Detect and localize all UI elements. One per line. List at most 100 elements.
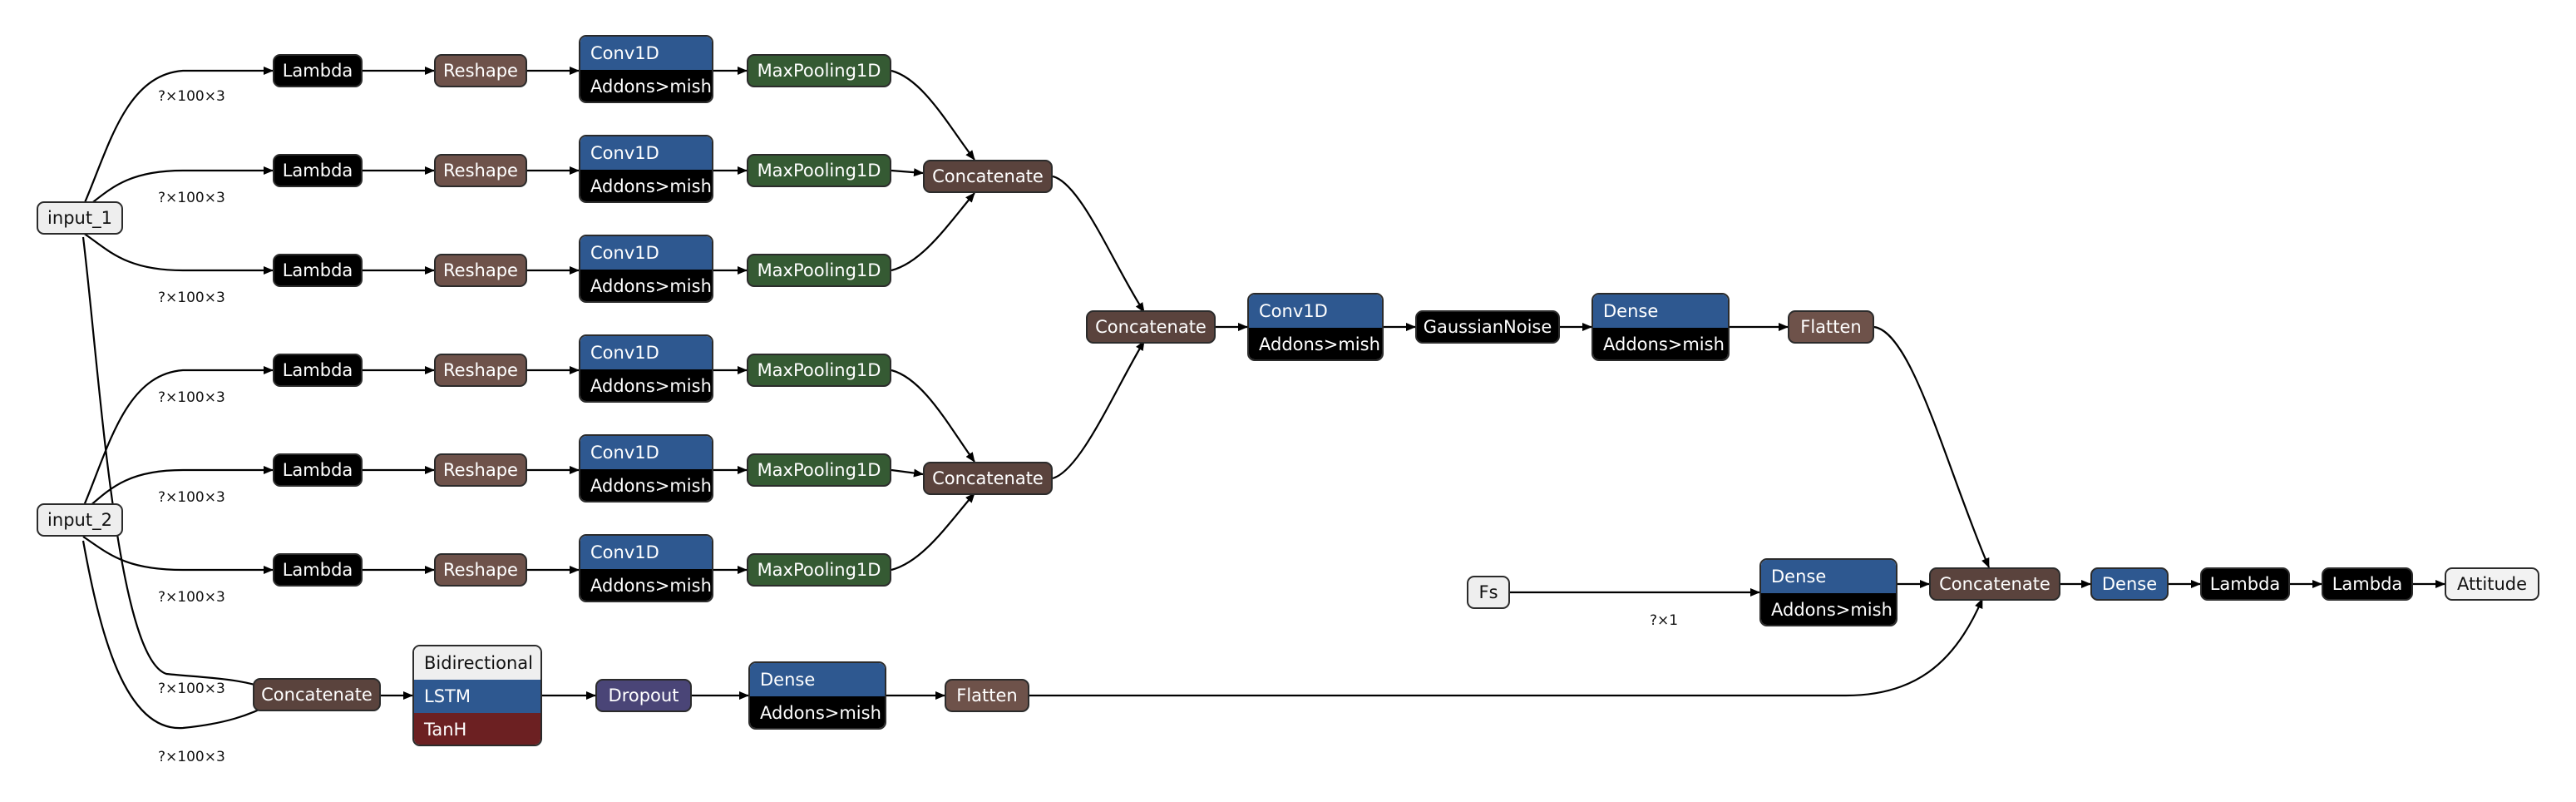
lambda-node[interactable]: Lambda <box>2322 567 2413 601</box>
concatenate-node[interactable]: Concatenate <box>1086 310 1216 344</box>
edge-concat2-concat3 <box>1052 340 1145 480</box>
node-activation-label: Addons>mish <box>580 369 712 401</box>
node-label: Concatenate <box>1095 317 1207 337</box>
node-label: Reshape <box>443 560 518 580</box>
node-label: MaxPooling1D <box>757 161 881 181</box>
node-label: MaxPooling1D <box>757 360 881 380</box>
reshape-node[interactable]: Reshape <box>434 54 527 87</box>
node-activation-label: Addons>mish <box>580 170 712 201</box>
node-label: Reshape <box>443 61 518 81</box>
reshape-node[interactable]: Reshape <box>434 553 527 587</box>
conv1d-node[interactable]: Conv1D Addons>mish <box>579 135 713 203</box>
lambda-node[interactable]: Lambda <box>273 154 363 187</box>
edge-shape-label: ?×100×3 <box>158 389 225 406</box>
node-layer-label: Conv1D <box>1249 295 1382 328</box>
fs-input-node[interactable]: Fs <box>1467 576 1510 609</box>
node-layer-label: LSTM <box>414 680 540 713</box>
edge-maxpool1-concat1 <box>891 69 975 161</box>
node-label: Lambda <box>282 260 353 280</box>
concatenate-node[interactable]: Concatenate <box>923 462 1053 495</box>
reshape-node[interactable]: Reshape <box>434 453 527 487</box>
dense-node[interactable]: Dense Addons>mish <box>748 661 886 730</box>
node-activation-label: TanH <box>414 713 540 745</box>
edge-concat1-concat3 <box>1052 175 1145 313</box>
edge-maxpool4-concat2 <box>891 369 975 463</box>
gaussiannoise-node[interactable]: GaussianNoise <box>1415 310 1560 344</box>
node-label: Lambda <box>2332 574 2403 594</box>
reshape-node[interactable]: Reshape <box>434 254 527 287</box>
edge-flatten1-concatfinal <box>1873 325 1991 568</box>
lambda-node[interactable]: Lambda <box>273 354 363 387</box>
node-label: Dense <box>2101 574 2158 594</box>
dense-node[interactable]: Dense Addons>mish <box>1591 293 1730 361</box>
lambda-node[interactable]: Lambda <box>273 54 363 87</box>
node-label: Dropout <box>608 686 679 705</box>
edge-maxpool2-concat1 <box>891 168 924 177</box>
node-label: Lambda <box>282 360 353 380</box>
flatten-node[interactable]: Flatten <box>945 679 1029 712</box>
maxpooling1d-node[interactable]: MaxPooling1D <box>747 254 891 287</box>
conv1d-node[interactable]: Conv1D Addons>mish <box>1247 293 1384 361</box>
node-label: Concatenate <box>261 685 373 705</box>
node-layer-label: Conv1D <box>580 336 712 369</box>
bidirectional-lstm-node[interactable]: Bidirectional LSTM TanH <box>412 645 542 746</box>
node-activation-label: Addons>mish <box>1761 593 1896 625</box>
node-label: MaxPooling1D <box>757 560 881 580</box>
edge-shape-label: ?×1 <box>1650 612 1679 629</box>
edge-maxpool3-concat1 <box>891 192 975 272</box>
edge-shape-label: ?×100×3 <box>158 681 225 697</box>
maxpooling1d-node[interactable]: MaxPooling1D <box>747 54 891 87</box>
flatten-node[interactable]: Flatten <box>1788 310 1874 344</box>
conv1d-node[interactable]: Conv1D Addons>mish <box>579 35 713 103</box>
edge-flatten2-concatfinal <box>1029 598 1984 697</box>
edge-input2-concat4 <box>81 540 274 730</box>
node-label: Lambda <box>282 161 353 181</box>
edge-input2-lambda4 <box>81 366 274 508</box>
concatenate-node[interactable]: Concatenate <box>1929 567 2060 601</box>
conv1d-node[interactable]: Conv1D Addons>mish <box>579 235 713 303</box>
node-layer-label: Conv1D <box>580 536 712 569</box>
dense-node[interactable]: Dense Addons>mish <box>1759 558 1897 626</box>
maxpooling1d-node[interactable]: MaxPooling1D <box>747 453 891 487</box>
attitude-output-node[interactable]: Attitude <box>2445 567 2539 601</box>
concatenate-node[interactable]: Concatenate <box>923 160 1053 193</box>
node-label: Reshape <box>443 360 518 380</box>
edge-shape-label: ?×100×3 <box>158 290 225 306</box>
maxpooling1d-node[interactable]: MaxPooling1D <box>747 154 891 187</box>
maxpooling1d-node[interactable]: MaxPooling1D <box>747 354 891 387</box>
node-activation-label: Addons>mish <box>580 469 712 501</box>
node-activation-label: Addons>mish <box>1249 328 1382 359</box>
node-label: Concatenate <box>1939 574 2050 594</box>
node-layer-label: Dense <box>1761 560 1896 593</box>
conv1d-node[interactable]: Conv1D Addons>mish <box>579 434 713 502</box>
lambda-node[interactable]: Lambda <box>2200 567 2290 601</box>
node-layer-label: Conv1D <box>580 236 712 270</box>
node-label: GaussianNoise <box>1423 317 1552 337</box>
edge-input1-lambda1 <box>81 67 274 207</box>
node-label: Reshape <box>443 460 518 480</box>
edge-input2-lambda6 <box>82 536 274 574</box>
node-label: MaxPooling1D <box>757 61 881 81</box>
conv1d-node[interactable]: Conv1D Addons>mish <box>579 534 713 602</box>
node-activation-label: Addons>mish <box>580 70 712 101</box>
node-layer-label: Conv1D <box>580 37 712 70</box>
reshape-node[interactable]: Reshape <box>434 154 527 187</box>
reshape-node[interactable]: Reshape <box>434 354 527 387</box>
node-label: Lambda <box>2209 574 2281 594</box>
node-label: input_2 <box>47 510 112 530</box>
lambda-node[interactable]: Lambda <box>273 553 363 587</box>
node-label: Lambda <box>282 560 353 580</box>
dense-node[interactable]: Dense <box>2090 567 2169 601</box>
input-1-node[interactable]: input_1 <box>37 201 123 235</box>
conv1d-node[interactable]: Conv1D Addons>mish <box>579 334 713 403</box>
edge-shape-label: ?×100×3 <box>158 88 225 105</box>
node-label: Lambda <box>282 460 353 480</box>
dropout-node[interactable]: Dropout <box>595 679 692 712</box>
maxpooling1d-node[interactable]: MaxPooling1D <box>747 553 891 587</box>
edge-shape-label: ?×100×3 <box>158 190 225 206</box>
lambda-node[interactable]: Lambda <box>273 453 363 487</box>
node-label: MaxPooling1D <box>757 260 881 280</box>
concatenate-node[interactable]: Concatenate <box>253 678 381 711</box>
input-2-node[interactable]: input_2 <box>37 503 123 537</box>
lambda-node[interactable]: Lambda <box>273 254 363 287</box>
